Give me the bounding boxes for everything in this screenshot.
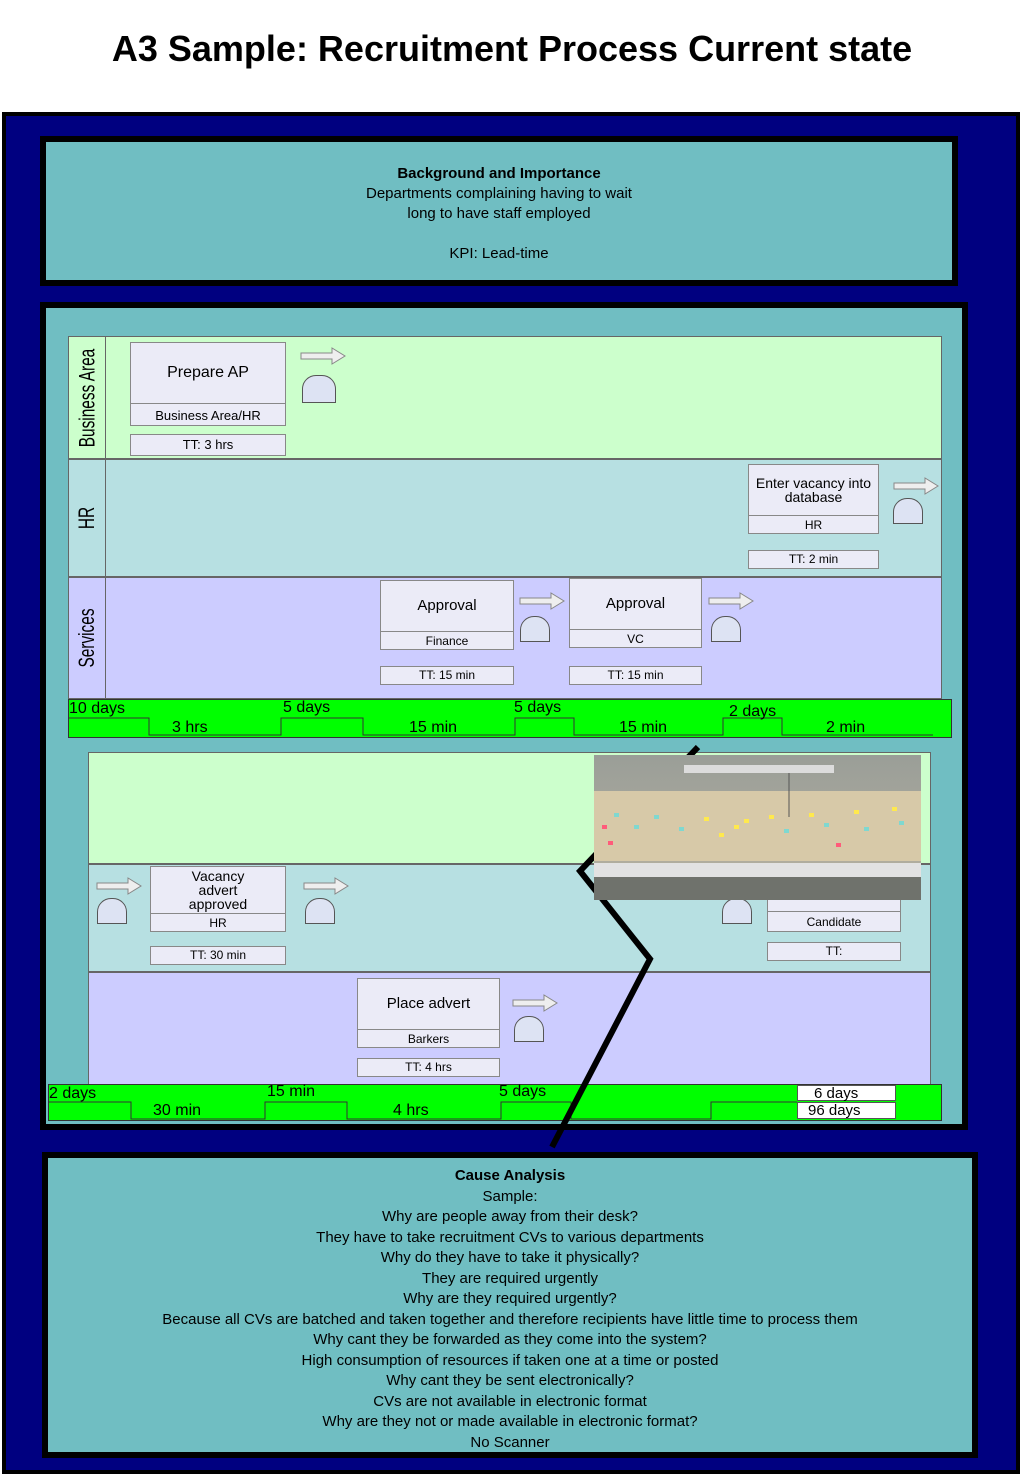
cause-line: No Scanner — [470, 1433, 550, 1451]
inbox-icon — [893, 498, 923, 524]
inbox-icon — [711, 616, 741, 642]
lane-2-services — [88, 972, 931, 1086]
lane-label-hr: HR — [68, 459, 106, 577]
timeline-wait: 15 min — [267, 1083, 316, 1100]
cause-line: Why are people away from their desk? — [382, 1208, 638, 1225]
timeline-1: 10 days 5 days 5 days 2 days 3 hrs 15 mi… — [68, 699, 952, 738]
tt-enter-vacancy: TT: 2 min — [748, 550, 879, 569]
tt-place-advert: TT: 4 hrs — [357, 1058, 500, 1077]
process-box-place-advert: Place advert Barkers — [357, 978, 500, 1048]
timeline-wait: 2 days — [49, 1085, 97, 1102]
cause-line: Why are they required urgently? — [403, 1290, 617, 1307]
process-owner: Business Area/HR — [155, 407, 261, 423]
push-arrow-icon — [893, 477, 939, 495]
process-name: Approval — [381, 581, 513, 632]
timeline-2: 2 days 15 min 5 days 30 min 4 hrs 6 days… — [48, 1084, 942, 1121]
timeline-wait: 5 days — [499, 1083, 547, 1100]
background-panel: Background and Importance Departments co… — [40, 136, 958, 286]
cause-analysis-panel: Cause Analysis Sample: Why are people aw… — [42, 1152, 978, 1458]
inbox-icon — [514, 1016, 544, 1042]
push-arrow-icon — [303, 877, 349, 895]
lane-label-services: Services — [68, 577, 106, 699]
total-process-time: 96 days — [797, 1102, 896, 1119]
cause-line: Because all CVs are batched and taken to… — [162, 1310, 858, 1328]
process-box-vacancy-advert-approved: Vacancy advert approved HR — [150, 866, 286, 932]
cause-line: They have to take recruitment CVs to var… — [316, 1228, 704, 1246]
push-arrow-icon — [519, 592, 565, 610]
timeline-wait: 5 days — [514, 699, 562, 716]
process-name: Vacancy advert approved — [151, 867, 285, 914]
process-owner: VC — [627, 632, 644, 646]
lane-label-business-area: Business Area — [68, 336, 106, 459]
process-name-hidden — [768, 891, 900, 912]
timeline-process: 4 hrs — [393, 1102, 429, 1119]
tt-candidate: TT: — [767, 942, 901, 961]
cause-line: Why cant they be forwarded as they come … — [313, 1331, 707, 1348]
inbox-icon — [305, 898, 335, 924]
timeline-process: 3 hrs — [172, 719, 208, 736]
kpi-text: KPI: Lead-time — [449, 245, 549, 262]
timeline-process: 2 min — [826, 719, 866, 736]
process-box-approval-vc: Approval VC — [569, 578, 702, 648]
cause-heading: Cause Analysis — [454, 1167, 566, 1184]
push-arrow-icon — [708, 592, 754, 610]
process-name: Place advert — [358, 979, 499, 1030]
timeline-wait: 5 days — [283, 699, 331, 716]
process-owner: Candidate — [806, 915, 862, 929]
process-name: Prepare AP — [131, 343, 285, 404]
cause-line: CVs are not available in electronic form… — [373, 1392, 647, 1410]
tt-vacancy-advert: TT: 30 min — [150, 946, 286, 965]
inbox-icon — [520, 616, 550, 642]
timeline-1-steps — [69, 717, 933, 736]
process-owner: Barkers — [407, 1032, 450, 1046]
inbox-icon — [97, 898, 127, 924]
inbox-icon — [302, 375, 336, 403]
inbox-icon — [722, 898, 752, 924]
process-owner: Finance — [425, 634, 469, 648]
tt-approval-vc: TT: 15 min — [569, 666, 702, 685]
process-box-enter-vacancy: Enter vacancy into database HR — [748, 464, 879, 534]
cause-line: They are required urgently — [422, 1269, 598, 1287]
cause-line: Why do they have to take it physically? — [380, 1249, 640, 1266]
process-owner: HR — [804, 518, 823, 532]
process-box-approval-finance: Approval Finance — [380, 580, 514, 650]
process-owner: HR — [209, 916, 227, 930]
push-arrow-icon — [96, 877, 142, 895]
push-arrow-icon — [300, 347, 346, 365]
page-title: A3 Sample: Recruitment Process Current s… — [111, 28, 913, 69]
tt-approval-finance: TT: 15 min — [380, 666, 514, 685]
cause-line: High consumption of resources if taken o… — [301, 1351, 719, 1369]
cause-line: Sample: — [482, 1187, 538, 1205]
timeline-process: 30 min — [153, 1102, 202, 1119]
background-line-2: long to have staff employed — [407, 205, 591, 222]
process-name: Approval — [570, 579, 701, 630]
timeline-process: 15 min — [619, 719, 668, 736]
tt-prepare-ap: TT: 3 hrs — [130, 434, 286, 456]
process-box-prepare-ap: Prepare AP Business Area/HR — [130, 342, 286, 426]
timeline-wait: 10 days — [69, 700, 126, 717]
process-name: Enter vacancy into database — [749, 465, 878, 516]
cause-line: Why cant they be sent electronically? — [386, 1372, 634, 1389]
background-heading: Background and Importance — [397, 165, 601, 182]
photo-content — [594, 755, 921, 900]
timeline-process: 15 min — [409, 719, 458, 736]
timeline-wait: 2 days — [729, 703, 777, 720]
cause-line: Why are they not or made available in el… — [322, 1413, 698, 1430]
push-arrow-icon — [512, 994, 558, 1012]
background-line-1: Departments complaining having to wait — [366, 185, 632, 202]
total-lead-time: 6 days — [797, 1085, 896, 1101]
timeline-2-steps — [49, 1101, 797, 1120]
photo-of-wall-map — [594, 755, 921, 900]
